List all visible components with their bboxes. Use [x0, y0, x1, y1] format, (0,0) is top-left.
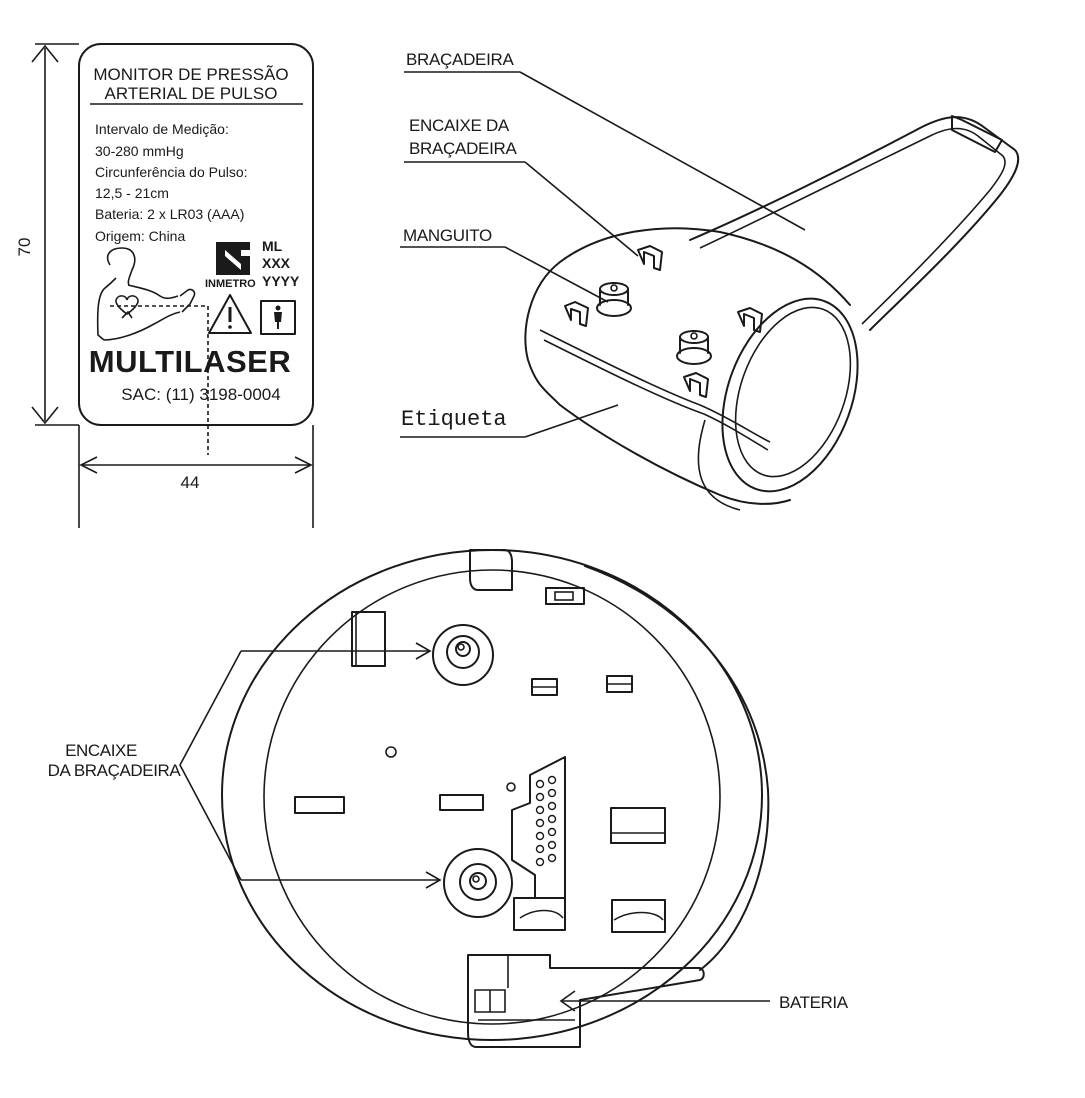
label-title-line2: ARTERIAL DE PULSO [105, 84, 278, 103]
width-dimension [78, 425, 314, 528]
type-b-applied-part-icon [260, 300, 296, 335]
label-outline [78, 43, 314, 426]
pcb-connector [511, 756, 566, 899]
label-line: Intervalo de Medição: [95, 121, 229, 137]
label-line: 12,5 - 21cm [95, 185, 169, 201]
callout-leaders-top [400, 71, 806, 438]
callout-encaixe-bottom-line1: ENCAIXE [65, 741, 137, 760]
label-line: Origem: China [95, 228, 185, 244]
clip [683, 372, 709, 398]
brand-logo: MULTILASER [89, 344, 291, 379]
sac-phone: SAC: (11) 3198-0004 [121, 385, 280, 404]
label-title-line1: MONITOR DE PRESSÃO [93, 65, 288, 84]
person-measuring-icon [96, 247, 196, 341]
cuff-drawing [524, 115, 1020, 511]
callout-encaixe-line2: BRAÇADEIRA [409, 139, 517, 158]
cuff-opening [721, 297, 859, 493]
device-inner-ring [263, 569, 721, 1025]
cuff-top [559, 227, 851, 306]
device-back-drawing [221, 549, 770, 1048]
callout-encaixe-bottom-line2: DA BRAÇADEIRA [48, 761, 182, 780]
dashed-guide [110, 305, 209, 455]
height-dimension [31, 43, 79, 426]
bracadeira-connector-top [432, 624, 494, 686]
callout-etiqueta: Etiqueta [401, 407, 507, 432]
inmetro-logo-icon [216, 242, 250, 275]
height-value: 70 [15, 238, 34, 257]
cert-code: XXX [262, 255, 291, 271]
clip [637, 245, 663, 271]
callout-manguito: MANGUITO [403, 226, 492, 245]
callout-bracadeira: BRAÇADEIRA [406, 50, 514, 69]
label-line: Circunferência do Pulso: [95, 164, 248, 180]
inmetro-text: INMETRO [205, 278, 256, 290]
device-outer-ring [221, 549, 763, 1041]
warning-icon [208, 294, 252, 334]
strap-outline [689, 116, 1020, 331]
product-label: MONITOR DE PRESSÃO ARTERIAL DE PULSO Int… [15, 43, 314, 528]
callout-bateria: BATERIA [779, 993, 849, 1012]
battery-compartment [467, 954, 705, 1048]
callout-encaixe-line1: ENCAIXE DA [409, 116, 510, 135]
clip [564, 301, 589, 327]
callout-leaders-bottom [179, 642, 770, 1012]
width-value: 44 [181, 473, 200, 492]
bracadeira-connector-bottom [443, 848, 513, 918]
cert-code: ML [262, 238, 283, 254]
label-line: Bateria: 2 x LR03 (AAA) [95, 206, 244, 222]
cert-code: YYYY [262, 273, 300, 289]
clip [737, 307, 763, 333]
cuff-connector-2 [676, 330, 712, 365]
label-line: 30-280 mmHg [95, 143, 184, 159]
